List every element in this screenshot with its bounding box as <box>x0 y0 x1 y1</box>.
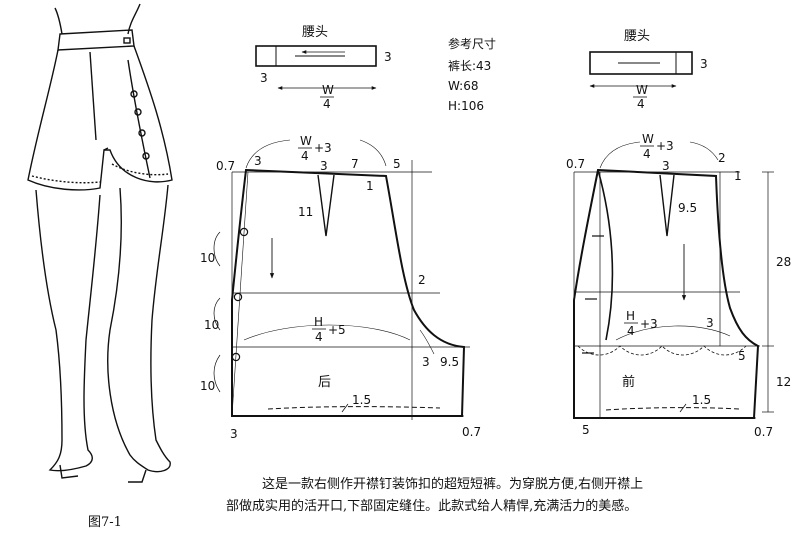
front-hem: 1.5 <box>692 393 711 407</box>
back-waistband-height: 3 <box>384 50 392 64</box>
reference-length: 裤长:43 <box>448 59 491 73</box>
front-waistband-4: 4 <box>637 97 645 111</box>
reference-sizes: 参考尺寸 裤长:43 W:68 H:106 <box>448 36 496 113</box>
front-top-4: 4 <box>643 147 651 161</box>
back-label: 后 <box>318 375 331 390</box>
back-d10b: 10 <box>204 318 219 332</box>
back-waistband-ext: 3 <box>260 71 268 85</box>
back-waistband: 腰头 3 3 W 4 <box>255 25 392 111</box>
fashion-illustration <box>27 3 173 483</box>
front-waistband-w: W <box>636 83 648 97</box>
front-top-plus: +3 <box>656 139 674 153</box>
front-hip-plus: +3 <box>640 317 658 331</box>
front-d2: 2 <box>718 151 726 165</box>
reference-title: 参考尺寸 <box>448 36 496 51</box>
front-crotch3: 3 <box>706 316 714 330</box>
back-d1: 1 <box>366 179 374 193</box>
front-bottom-right: 0.7 <box>754 425 773 439</box>
reference-waist: W:68 <box>448 79 478 93</box>
front-rise: 28 <box>776 255 791 269</box>
figure-label: 图7-1 <box>88 515 122 530</box>
back-bottom-left: 3 <box>230 427 238 441</box>
front-hip-4: 4 <box>627 324 635 338</box>
front-bottom-left: 5 <box>582 423 590 437</box>
front-dart: 9.5 <box>678 201 697 215</box>
caption-line-2: 部做成实用的活开口,下部固定缝住。此款式给人精悍,充满活力的美感。 <box>226 499 638 514</box>
back-pattern: W 4 +3 0.7 3 3 7 5 1 11 10 10 10 2 H 4 +… <box>200 134 481 441</box>
front-d1: 1 <box>734 169 742 183</box>
caption-line-1: 这是一款右侧作开襟钉装饰扣的超短短裤。为穿脱方便,右侧开襟上 <box>262 477 644 492</box>
front-d3: 3 <box>662 159 670 173</box>
front-inseam: 12 <box>776 375 791 389</box>
back-hip-h: H <box>314 315 323 329</box>
back-d10c: 10 <box>200 379 215 393</box>
back-top-w: W <box>300 134 312 148</box>
back-hem: 1.5 <box>352 393 371 407</box>
back-d5: 5 <box>393 157 401 171</box>
back-d07: 0.7 <box>216 159 235 173</box>
back-d3a: 3 <box>254 154 262 168</box>
front-hip-h: H <box>626 309 635 323</box>
back-top-plus: +3 <box>314 141 332 155</box>
back-crotch: 9.5 <box>440 355 459 369</box>
back-hip-plus: +5 <box>328 323 346 337</box>
back-top-4: 4 <box>301 149 309 163</box>
back-d3b: 3 <box>320 159 328 173</box>
back-bottom-right: 0.7 <box>462 425 481 439</box>
front-waistband-title: 腰头 <box>624 29 650 44</box>
front-d07: 0.7 <box>566 157 585 171</box>
reference-hip: H:106 <box>448 99 484 113</box>
back-d2: 2 <box>418 273 426 287</box>
back-hip-4: 4 <box>315 330 323 344</box>
back-dart: 11 <box>298 205 313 219</box>
front-top-w: W <box>642 132 654 146</box>
back-d7: 7 <box>351 157 359 171</box>
front-waistband: 腰头 3 W 4 <box>589 29 708 111</box>
front-crotch5: 5 <box>738 349 746 363</box>
front-pattern: W 4 +3 0.7 3 2 1 9.5 28 H 4 +3 3 5 12 前 … <box>566 132 791 439</box>
back-waistband-4: 4 <box>323 97 331 111</box>
front-label: 前 <box>622 374 635 390</box>
back-waistband-w: W <box>322 83 334 97</box>
back-d10a: 10 <box>200 251 215 265</box>
front-waistband-height: 3 <box>700 57 708 71</box>
back-waistband-title: 腰头 <box>302 25 328 40</box>
back-crotch3: 3 <box>422 355 430 369</box>
